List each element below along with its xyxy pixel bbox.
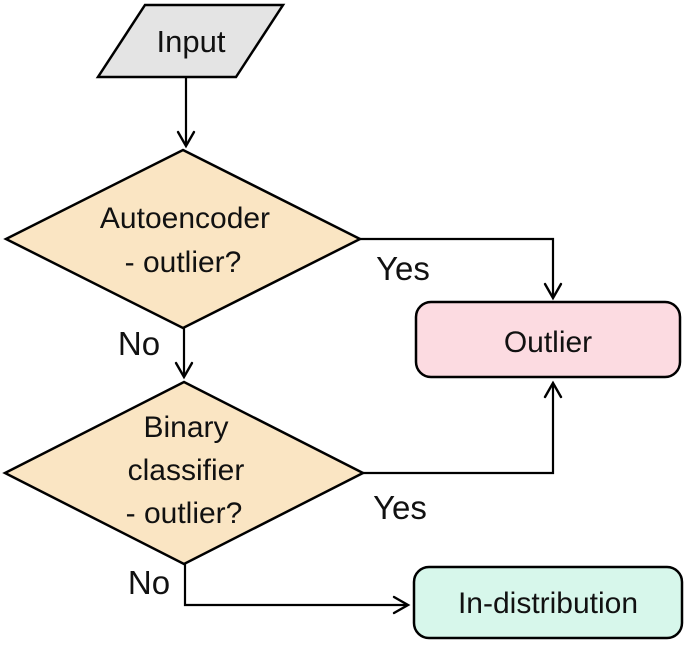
binary-classifier-label-line3: - outlier?	[126, 497, 243, 530]
autoencoder-yes-label: Yes	[376, 250, 430, 287]
edge-binary-no-to-indistribution	[183, 564, 411, 615]
edge-binary-yes-to-outlier	[363, 380, 563, 475]
edge-autoencoder-yes-to-outlier	[360, 237, 563, 301]
in-distribution-node	[412, 565, 684, 640]
binary-classifier-label-line2: classifier	[128, 454, 245, 487]
autoencoder-decision-label-line2: - outlier?	[125, 246, 242, 279]
outlier-node-label: Outlier	[504, 326, 592, 359]
binary-classifier-decision-node	[2, 380, 366, 566]
outlier-node	[414, 300, 682, 379]
input-node-label: Input	[157, 24, 226, 59]
autoencoder-no-label: No	[118, 325, 160, 362]
binary-classifier-label-line1: Binary	[143, 411, 228, 444]
binary-yes-label: Yes	[373, 489, 427, 526]
in-distribution-node-label: In-distribution	[458, 587, 638, 620]
autoencoder-decision-node	[3, 148, 363, 330]
binary-no-label: No	[128, 564, 170, 601]
input-node	[95, 3, 286, 79]
autoencoder-decision-label-line1: Autoencoder	[100, 202, 270, 235]
